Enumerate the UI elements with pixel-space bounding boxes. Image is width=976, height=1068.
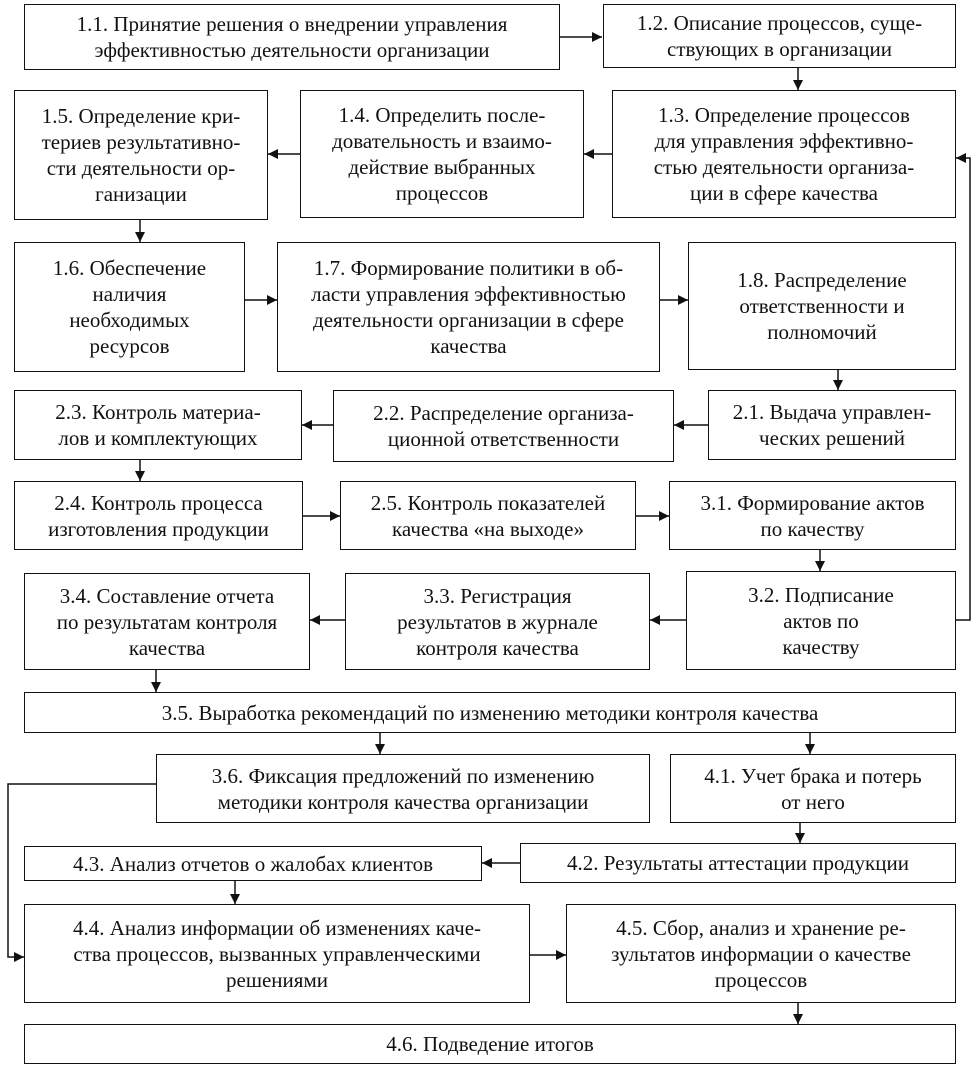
step-2-5-label: 2.5. Контроль показателей качества «на в… <box>370 490 606 541</box>
step-1-1-label: 1.1. Принятие решения о внедрении управл… <box>76 12 508 62</box>
step-1-8-label: 1.8. Распределение ответственности и пол… <box>737 268 907 344</box>
step-2-2: 2.2. Распределение организа- ционной отв… <box>333 390 674 462</box>
step-2-4: 2.4. Контроль процесса изготовления прод… <box>14 481 303 550</box>
step-2-1-label: 2.1. Выдача управлен- ческих решений <box>732 400 932 450</box>
step-3-2: 3.2. Подписание актов по качеству <box>686 571 956 670</box>
step-2-3: 2.3. Контроль материа- лов и комплектующ… <box>14 390 302 460</box>
step-3-4: 3.4. Составление отчета по результатам к… <box>24 573 310 670</box>
step-3-1: 3.1. Формирование актов по качеству <box>669 481 956 550</box>
step-4-3: 4.3. Анализ отчетов о жалобах клиентов <box>24 846 482 881</box>
step-4-5: 4.5. Сбор, анализ и хранение ре- зультат… <box>566 904 956 1003</box>
step-2-4-label: 2.4. Контроль процесса изготовления прод… <box>48 490 269 541</box>
step-4-6-label: 4.6. Подведение итогов <box>386 1032 594 1056</box>
step-4-1-label: 4.1. Учет брака и потерь от него <box>704 763 922 814</box>
step-4-3-label: 4.3. Анализ отчетов о жалобах клиентов <box>72 851 434 876</box>
step-1-6: 1.6. Обеспечение наличия необходимых рес… <box>14 242 245 372</box>
step-1-5-label: 1.5. Определение кри- териев результатив… <box>41 104 241 206</box>
step-3-6-label: 3.6. Фиксация предложений по изменению м… <box>211 763 595 814</box>
step-3-4-label: 3.4. Составление отчета по результатам к… <box>56 583 278 660</box>
step-3-3-label: 3.3. Регистрация результатов в журнале к… <box>397 583 598 660</box>
step-2-5: 2.5. Контроль показателей качества «на в… <box>340 481 636 550</box>
step-2-1: 2.1. Выдача управлен- ческих решений <box>708 390 956 460</box>
step-2-3-label: 2.3. Контроль материа- лов и комплектующ… <box>55 400 261 450</box>
arrow-3-2-feedback-to-1-3 <box>956 153 971 621</box>
step-1-2-label: 1.2. Описание процессов, суще- ствующих … <box>636 11 923 61</box>
step-1-8: 1.8. Распределение ответственности и пол… <box>688 242 956 370</box>
step-3-1-label: 3.1. Формирование актов по качеству <box>700 490 925 541</box>
step-1-6-label: 1.6. Обеспечение наличия необходимых рес… <box>52 256 207 358</box>
step-2-2-label: 2.2. Распределение организа- ционной отв… <box>373 401 634 451</box>
arrow-3-6-feedback-to-4-4 <box>7 783 156 962</box>
step-3-6: 3.6. Фиксация предложений по изменению м… <box>156 754 650 823</box>
step-1-5: 1.5. Определение кри- териев результатив… <box>14 90 268 220</box>
step-4-2: 4.2. Результаты аттестации продукции <box>520 843 956 883</box>
step-1-4-label: 1.4. Определить после- довательность и в… <box>332 103 552 205</box>
step-4-6: 4.6. Подведение итогов <box>24 1024 956 1064</box>
step-1-2: 1.2. Описание процессов, суще- ствующих … <box>603 4 956 68</box>
step-3-3: 3.3. Регистрация результатов в журнале к… <box>345 573 650 670</box>
step-3-5: 3.5. Выработка рекомендаций по изменению… <box>24 692 956 733</box>
step-1-3-label: 1.3. Определение процессов для управлени… <box>653 103 915 205</box>
step-4-2-label: 4.2. Результаты аттестации продукции <box>567 851 909 875</box>
step-1-7-label: 1.7. Формирование политики в об- ласти у… <box>311 256 626 358</box>
step-1-1: 1.1. Принятие решения о внедрении управл… <box>24 4 560 70</box>
step-4-4: 4.4. Анализ информации об изменениях кач… <box>24 904 530 1003</box>
step-1-4: 1.4. Определить после- довательность и в… <box>300 90 584 218</box>
step-4-1: 4.1. Учет брака и потерь от него <box>670 754 956 823</box>
step-4-4-label: 4.4. Анализ информации об изменениях кач… <box>72 915 482 992</box>
step-4-5-label: 4.5. Сбор, анализ и хранение ре- зультат… <box>611 915 911 992</box>
step-1-7: 1.7. Формирование политики в об- ласти у… <box>277 242 660 372</box>
step-1-3: 1.3. Определение процессов для управлени… <box>612 90 956 218</box>
step-3-5-label: 3.5. Выработка рекомендаций по изменению… <box>161 700 819 725</box>
step-3-2-label: 3.2. Подписание актов по качеству <box>748 582 894 659</box>
